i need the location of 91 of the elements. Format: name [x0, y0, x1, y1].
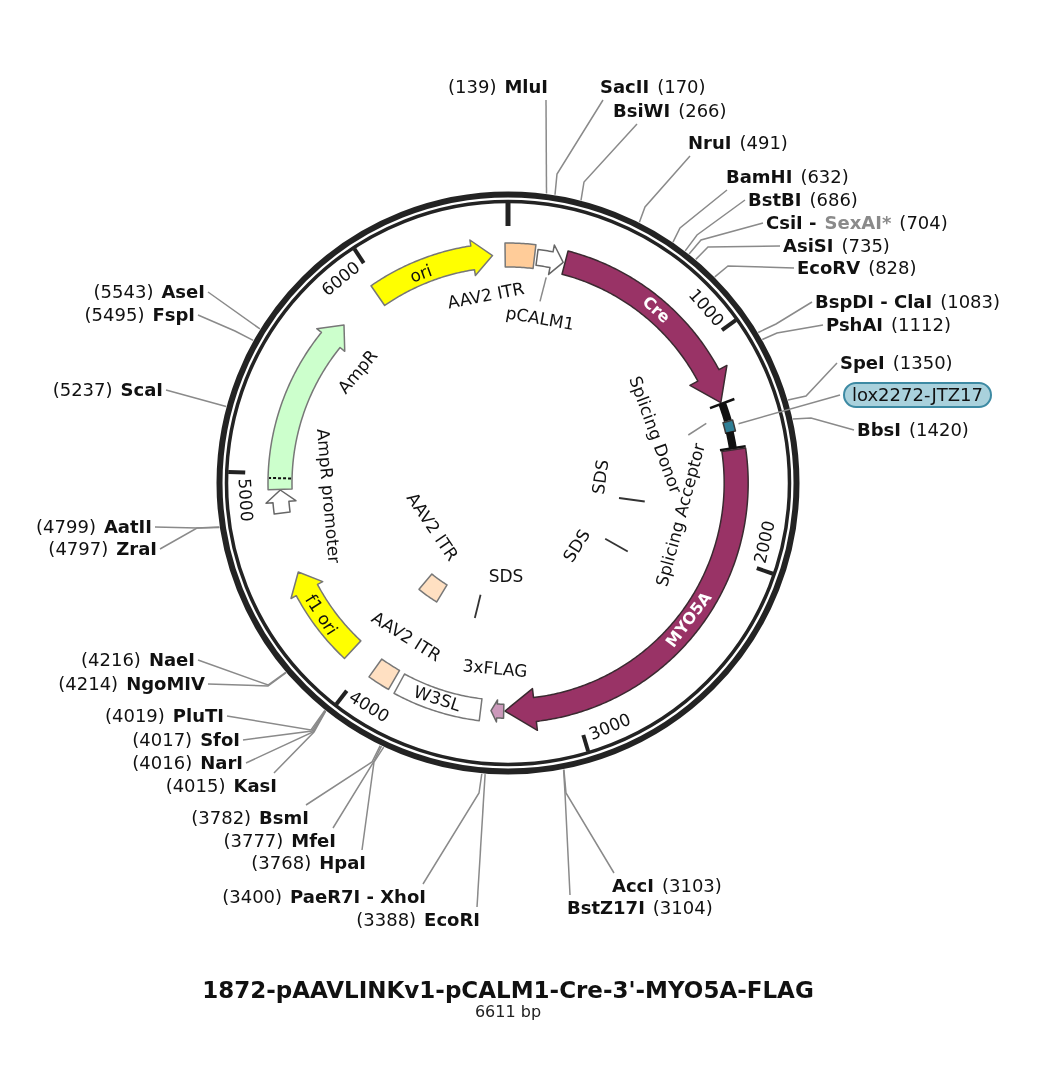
leader-line [242, 709, 327, 741]
leader-line [562, 768, 571, 896]
feature-label: Cre [638, 292, 674, 327]
feature-label: W3SL [411, 682, 463, 716]
leader-line [761, 324, 824, 341]
feature-label: 3xFLAG [461, 656, 529, 682]
restriction-site-label: (4214) NgoMIV [58, 673, 205, 695]
feature-arc [534, 242, 566, 276]
restriction-site-label: (3782) BsmI [191, 807, 309, 829]
leader-line [684, 199, 746, 252]
restriction-site-label: (3768) HpaI [251, 852, 366, 874]
leader-line [545, 99, 548, 195]
leader-line [554, 99, 604, 196]
restriction-site-label: (139) MluI [448, 76, 548, 98]
leader-line [245, 710, 327, 764]
restriction-site-label: AccI (3103) [612, 875, 722, 897]
tick-label: 5000 [233, 477, 256, 523]
feature-arc [263, 487, 298, 516]
restriction-site-label: SacII (170) [600, 76, 706, 98]
feature-bar [707, 397, 736, 424]
restriction-site-label: (5237) ScaI [52, 379, 163, 401]
tick-label: 2000 [750, 518, 780, 566]
feature-arc [369, 237, 495, 308]
map-title: 1872-pAAVLINKv1-pCALM1-Cre-3'-MYO5A-FLAG [202, 976, 814, 1004]
leader-line [207, 671, 287, 687]
restriction-site-label: (4799) AatII [36, 516, 152, 538]
feature-box [416, 572, 449, 605]
restriction-site-label: BbsI (1420) [857, 419, 969, 441]
leader-line [273, 710, 327, 774]
feature-box [720, 417, 737, 435]
leader-line [792, 417, 855, 431]
leader-line [687, 422, 708, 436]
feature-box [367, 656, 402, 692]
leader-line [422, 773, 483, 885]
leader-line [165, 389, 227, 408]
leader-line [476, 773, 486, 908]
leader-line [563, 768, 615, 874]
leader-line [361, 746, 385, 851]
restriction-site-label: (4015) KasI [165, 775, 277, 797]
leader-line [332, 745, 383, 829]
leader-line [737, 394, 841, 425]
feature-label: f1 ori [300, 591, 342, 639]
leader-line [757, 301, 813, 334]
feature-box [503, 241, 539, 271]
tick-label: 4000 [345, 687, 393, 727]
restriction-site-label: (3388) EcoRI [356, 909, 480, 931]
restriction-site-label: BstBI (686) [748, 189, 858, 211]
restriction-site-label: CsiI - SexAI* (704) [766, 212, 948, 234]
feature-label: ori [407, 261, 435, 287]
feature-label: SDS [488, 567, 524, 587]
leader-line [787, 362, 838, 401]
restriction-site-label: (3400) PaeR7I - XhoI [222, 886, 426, 908]
leader-line [688, 222, 764, 255]
tick-label: 3000 [585, 709, 634, 744]
leader-line [197, 659, 287, 686]
feature-arc [288, 570, 363, 661]
leader-line [539, 276, 547, 303]
restriction-site-label: (4216) NaeI [81, 649, 195, 671]
leader-line [714, 265, 795, 278]
restriction-site-label: (5495) FspI [84, 304, 195, 326]
restriction-site-label: BsiWI (266) [613, 100, 727, 122]
restriction-site-label: BstZ17I (3104) [567, 897, 713, 919]
restriction-site-label: BspDI - ClaI (1083) [815, 291, 1001, 313]
restriction-site-label: BamHI (632) [726, 166, 849, 188]
restriction-site-label: (5543) AseI [93, 281, 205, 303]
feature-bar [718, 428, 749, 453]
feature-label: SDS [588, 458, 614, 496]
restriction-site-label: AsiSI (735) [783, 235, 890, 257]
map-caption: 6611 bp [474, 1002, 542, 1022]
restriction-site-label: EcoRV (828) [797, 257, 917, 279]
leader-line [197, 314, 254, 342]
feature-arc [488, 697, 506, 724]
restriction-site-label: SpeI (1350) [840, 352, 953, 374]
feature-label: pCALM1 [504, 303, 576, 335]
leader-line [638, 155, 691, 223]
restriction-site-label: (4016) NarI [132, 752, 243, 774]
restriction-site-label: (4019) PluTI [105, 705, 224, 727]
restriction-site-label: (4017) SfoI [132, 729, 240, 751]
leader-line [154, 526, 221, 529]
restriction-site-label: NruI (491) [688, 132, 788, 154]
feature-tag: lox2272-JTZ17 [843, 382, 992, 408]
leader-line [580, 123, 638, 202]
leader-line [695, 245, 781, 261]
restriction-site-label: (3777) MfeI [223, 830, 336, 852]
leader-line [226, 709, 326, 731]
leader-line [305, 744, 381, 806]
feature-label: AmpR promoter [312, 427, 344, 565]
restriction-site-label: (4797) ZraI [48, 538, 157, 560]
restriction-site-label: PshAI (1112) [826, 314, 951, 336]
leader-line [672, 189, 728, 243]
leader-line [207, 291, 261, 330]
